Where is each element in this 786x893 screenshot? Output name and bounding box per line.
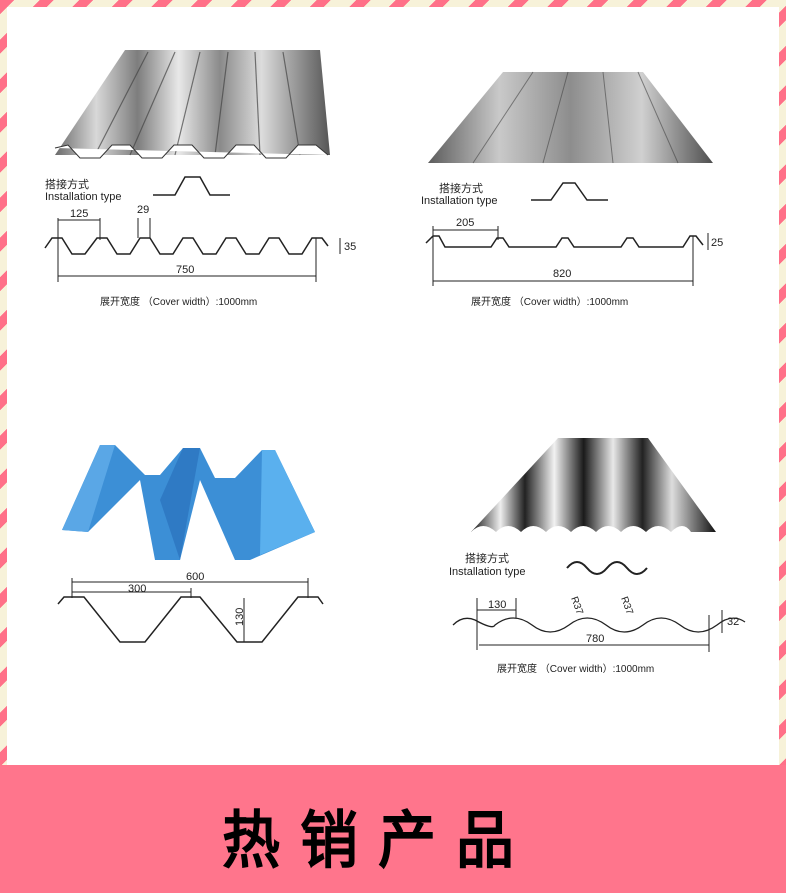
install-label-cn: 搭接方式: [439, 181, 483, 195]
install-label-cn: 搭接方式: [465, 551, 509, 565]
banner-title: 热销产品: [222, 803, 535, 878]
dim-height: 35: [344, 241, 356, 253]
dim-effective-width: 820: [553, 268, 571, 280]
dim-pitch: 205: [456, 217, 474, 229]
dim-radius-2: R37: [618, 595, 635, 616]
product-trapezoid-750: 搭接方式 Installation type 125 29 35 750 展开宽…: [0, 0, 393, 330]
dim-effective-width: 780: [586, 633, 604, 645]
product-diagram: 搭接方式 Installation type 205 25 820 展开宽度 （…: [421, 71, 723, 308]
dim-height: 130: [234, 608, 246, 626]
dim-height: 32: [727, 616, 739, 628]
product-diagram: 600 300 130: [57, 445, 324, 643]
dim-total: 600: [186, 571, 204, 583]
install-label-en: Installation type: [449, 566, 525, 578]
cover-width: 展开宽度 （Cover width）:1000mm: [100, 295, 257, 308]
sheet-image: [428, 71, 713, 164]
install-profile: [153, 176, 230, 196]
product-diagram: 搭接方式 Installation type 125 29 35 750 展开宽…: [44, 50, 356, 308]
sheet-image: [471, 438, 716, 538]
install-label-cn: 搭接方式: [45, 177, 89, 191]
install-profile: [566, 561, 648, 575]
dim-half: 300: [128, 583, 146, 595]
sheet-image: [54, 50, 330, 159]
hot-products-banner: 热销产品: [0, 765, 786, 893]
cover-width: 展开宽度 （Cover width）:1000mm: [497, 662, 654, 675]
dim-effective-width: 750: [176, 264, 194, 276]
cover-width: 展开宽度 （Cover width）:1000mm: [471, 295, 628, 308]
dim-radius-1: R37: [568, 595, 585, 616]
install-profile: [531, 182, 608, 201]
dim-height: 25: [711, 237, 723, 249]
sheet-image: [62, 445, 315, 560]
dim-crest: 29: [137, 204, 149, 216]
install-label-en: Installation type: [45, 191, 121, 203]
dim-pitch: 130: [488, 599, 506, 611]
product-corrugated-780: 搭接方式 Installation type 130 R37 R37 32 78…: [393, 420, 786, 690]
product-trapezoid-820: 搭接方式 Installation type 205 25 820 展开宽度 （…: [393, 0, 786, 330]
dim-pitch: 125: [70, 208, 88, 220]
product-deep-deck-600: 600 300 130: [0, 420, 393, 680]
product-diagram: 搭接方式 Installation type 130 R37 R37 32 78…: [449, 438, 746, 675]
install-label-en: Installation type: [421, 195, 497, 207]
